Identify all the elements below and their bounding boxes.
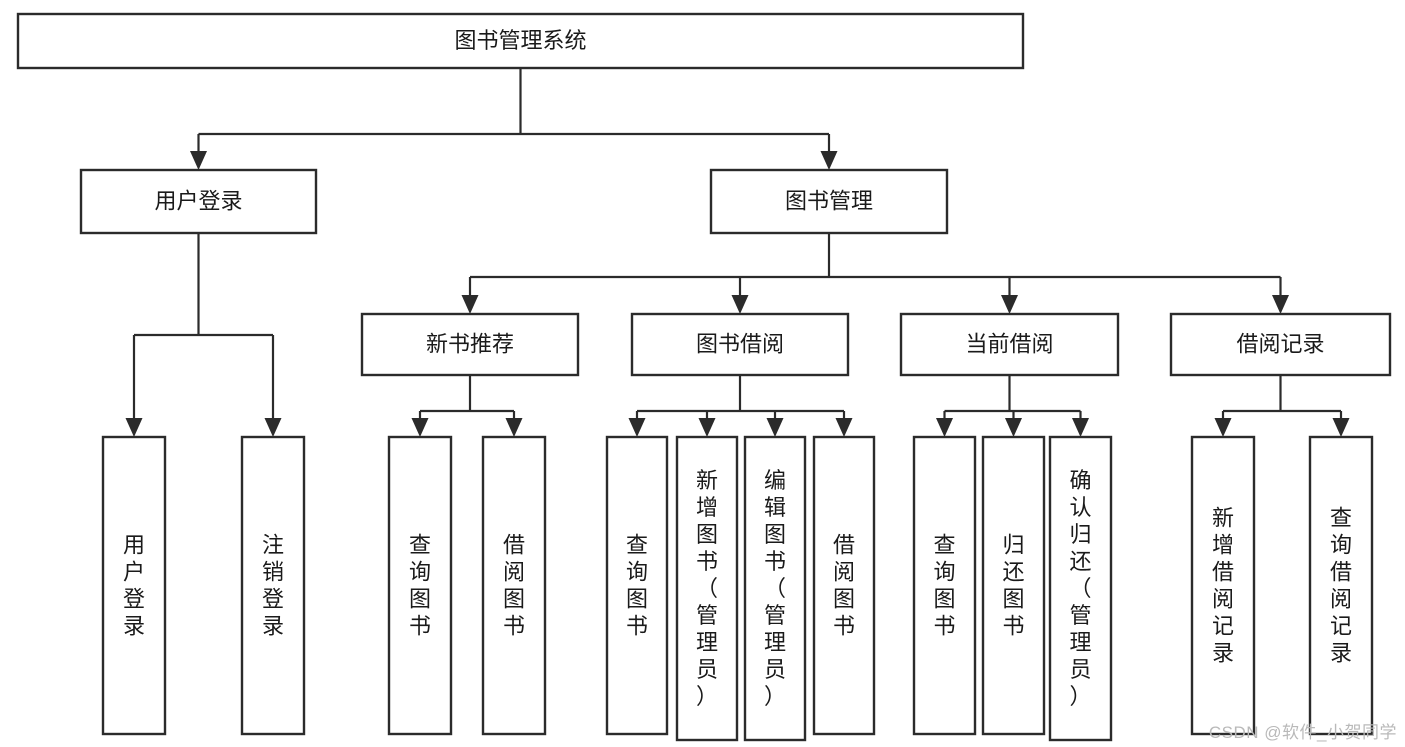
node-leaf-query-book-3[interactable]: 查询图书 xyxy=(912,435,977,736)
node-leaf-edit-book-box[interactable] xyxy=(743,435,807,742)
node-root-system[interactable]: 图书管理系统 xyxy=(16,12,1025,70)
node-root-system-label: 图书管理系统 xyxy=(454,28,586,53)
node-leaf-borrow-book-2-label: 借阅图书 xyxy=(833,533,855,639)
node-current-borrow-box[interactable] xyxy=(899,312,1120,377)
node-book-manage[interactable]: 图书管理 xyxy=(709,168,949,235)
node-leaf-add-record[interactable]: 新增借阅记录 xyxy=(1190,435,1256,736)
node-user-login-box[interactable] xyxy=(79,168,318,235)
node-leaf-add-record-box[interactable] xyxy=(1190,435,1256,736)
node-book-manage-box[interactable] xyxy=(709,168,949,235)
node-leaf-query-book-3-box[interactable] xyxy=(912,435,977,736)
node-leaf-edit-book[interactable]: 编辑图书（管理员） xyxy=(743,435,807,742)
node-leaf-borrow-book-1-label: 借阅图书 xyxy=(503,533,525,639)
node-new-book-recommend[interactable]: 新书推荐 xyxy=(360,312,580,377)
node-book-borrow-label: 图书借阅 xyxy=(696,331,784,356)
node-leaf-return-book-box[interactable] xyxy=(981,435,1046,736)
node-leaf-query-record-box[interactable] xyxy=(1308,435,1374,736)
node-book-manage-label: 图书管理 xyxy=(785,188,873,213)
node-leaf-query-record-label: 查询借阅记录 xyxy=(1330,506,1352,666)
node-leaf-borrow-book-2-box[interactable] xyxy=(812,435,876,736)
node-leaf-edit-book-label: 编辑图书（管理员） xyxy=(764,468,786,709)
node-new-book-recommend-box[interactable] xyxy=(360,312,580,377)
node-user-login[interactable]: 用户登录 xyxy=(79,168,318,235)
node-leaf-add-book-label: 新增图书（管理员） xyxy=(696,468,718,709)
node-leaf-return-book-label: 归还图书 xyxy=(1002,533,1024,639)
node-leaf-query-book-2-box[interactable] xyxy=(605,435,669,736)
node-leaf-add-book-box[interactable] xyxy=(675,435,739,742)
node-leaf-user-logout-label: 注销登录 xyxy=(262,533,284,639)
node-leaf-query-book-1[interactable]: 查询图书 xyxy=(387,435,453,736)
node-leaf-user-logout-box[interactable] xyxy=(240,435,306,736)
node-leaf-confirm-return[interactable]: 确认归还（管理员） xyxy=(1048,435,1113,742)
node-leaf-query-book-3-label: 查询图书 xyxy=(933,533,955,639)
node-leaf-query-book-1-box[interactable] xyxy=(387,435,453,736)
node-leaf-borrow-book-2[interactable]: 借阅图书 xyxy=(812,435,876,736)
node-leaf-user-login[interactable]: 用户登录 xyxy=(101,435,167,736)
node-leaf-add-book[interactable]: 新增图书（管理员） xyxy=(675,435,739,742)
connector-layer xyxy=(125,68,1350,437)
node-leaf-borrow-book-1-box[interactable] xyxy=(481,435,547,736)
node-leaf-query-book-2[interactable]: 查询图书 xyxy=(605,435,669,736)
node-leaf-user-login-label: 用户登录 xyxy=(123,533,145,639)
node-leaf-borrow-book-1[interactable]: 借阅图书 xyxy=(481,435,547,736)
node-leaf-user-login-box[interactable] xyxy=(101,435,167,736)
node-book-borrow[interactable]: 图书借阅 xyxy=(630,312,850,377)
node-new-book-recommend-label: 新书推荐 xyxy=(426,331,514,356)
node-borrow-record-label: 借阅记录 xyxy=(1236,331,1324,356)
node-leaf-query-record[interactable]: 查询借阅记录 xyxy=(1308,435,1374,736)
node-leaf-query-book-1-label: 查询图书 xyxy=(409,533,431,639)
node-current-borrow-label: 当前借阅 xyxy=(965,331,1053,356)
node-leaf-confirm-return-label: 确认归还（管理员） xyxy=(1069,468,1091,709)
node-user-login-label: 用户登录 xyxy=(154,188,242,213)
node-current-borrow[interactable]: 当前借阅 xyxy=(899,312,1120,377)
node-borrow-record[interactable]: 借阅记录 xyxy=(1169,312,1392,377)
node-leaf-confirm-return-box[interactable] xyxy=(1048,435,1113,742)
node-leaf-add-record-label: 新增借阅记录 xyxy=(1212,506,1234,666)
node-root-system-box[interactable] xyxy=(16,12,1025,70)
node-borrow-record-box[interactable] xyxy=(1169,312,1392,377)
node-leaf-return-book[interactable]: 归还图书 xyxy=(981,435,1046,736)
node-layer: 图书管理系统用户登录图书管理新书推荐图书借阅当前借阅借阅记录用户登录注销登录查询… xyxy=(16,12,1392,742)
node-book-borrow-box[interactable] xyxy=(630,312,850,377)
node-leaf-user-logout[interactable]: 注销登录 xyxy=(240,435,306,736)
node-leaf-query-book-2-label: 查询图书 xyxy=(626,533,648,639)
